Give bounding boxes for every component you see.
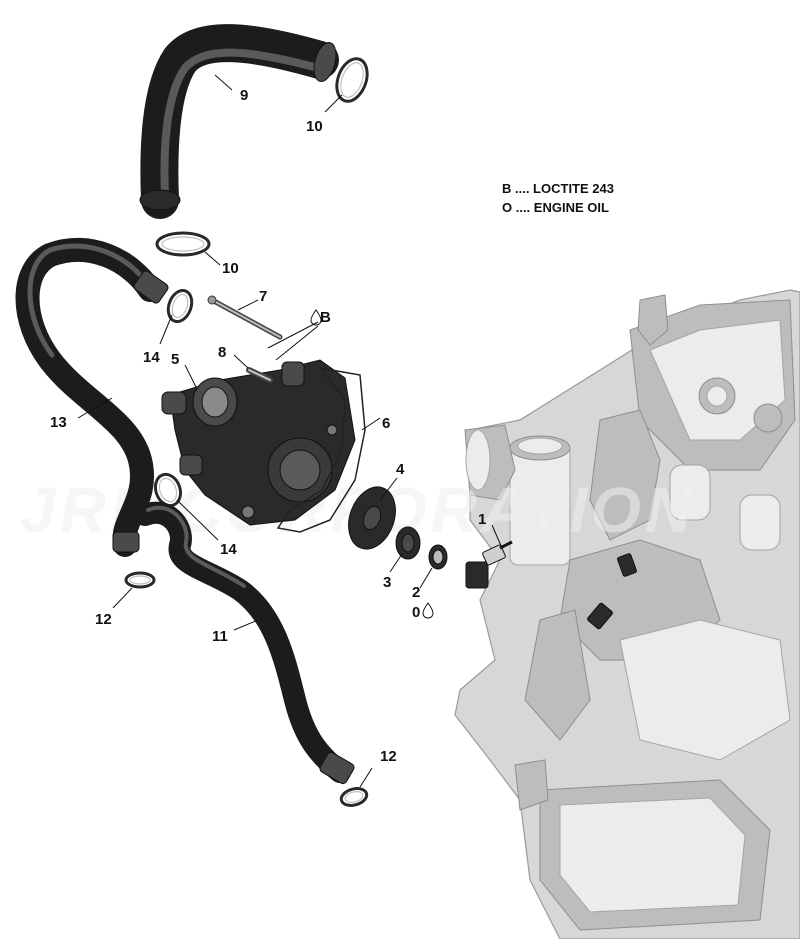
impeller-4 [348, 486, 396, 550]
legend-engine-oil: O .... ENGINE OIL [502, 200, 609, 215]
callout-7: 7 [259, 288, 267, 305]
callout-1: 1 [478, 511, 486, 528]
callout-12-left: 12 [95, 611, 112, 628]
liquid-drop-icon [310, 309, 322, 326]
water-pump-housing-5 [161, 359, 356, 526]
hose-clamp-14-upper [166, 289, 194, 323]
callout-3: 3 [383, 574, 391, 591]
legend-loctite: B .... LOCTITE 243 [502, 181, 614, 196]
callout-b-mark: B [320, 309, 331, 326]
liquid-drop-icon [422, 602, 434, 619]
leader-lines [77, 74, 503, 788]
bolt-8 [246, 367, 273, 383]
legend: B .... LOCTITE 243 O .... ENGINE OIL [502, 181, 614, 215]
hose-9 [139, 24, 339, 219]
temperature-sensor-1 [465, 540, 513, 589]
callout-14-upper: 14 [143, 349, 160, 366]
callout-labels: 9 10 10 7 B 8 5 14 13 6 4 1 14 3 2 0 12 … [50, 87, 486, 765]
hose-clamp-14-lower [153, 472, 183, 508]
callout-4: 4 [396, 461, 405, 478]
engine-block [454, 289, 800, 939]
callout-o-mark: 0 [412, 604, 420, 621]
callout-10-lower: 10 [222, 260, 239, 277]
callout-8: 8 [218, 344, 226, 361]
callout-14-lower: 14 [220, 541, 237, 558]
callout-9: 9 [240, 87, 248, 104]
hose-11 [134, 501, 355, 785]
seal-2 [428, 544, 448, 570]
callout-10-upper: 10 [306, 118, 323, 135]
hose-clamp-10-upper [335, 57, 369, 103]
hose-13 [15, 237, 169, 557]
hose-clamp-12-right [339, 787, 369, 807]
callout-12-right: 12 [380, 748, 397, 765]
hose-clamp-12-left [124, 571, 156, 589]
seal-3 [395, 526, 421, 560]
gasket-6 [276, 366, 366, 533]
bolt-7 [207, 295, 283, 340]
callout-5: 5 [171, 351, 179, 368]
callout-13: 13 [50, 414, 67, 431]
callout-6: 6 [382, 415, 390, 432]
callout-11: 11 [212, 628, 228, 645]
hose-clamp-10-lower [155, 231, 211, 257]
callout-2: 2 [412, 584, 420, 601]
